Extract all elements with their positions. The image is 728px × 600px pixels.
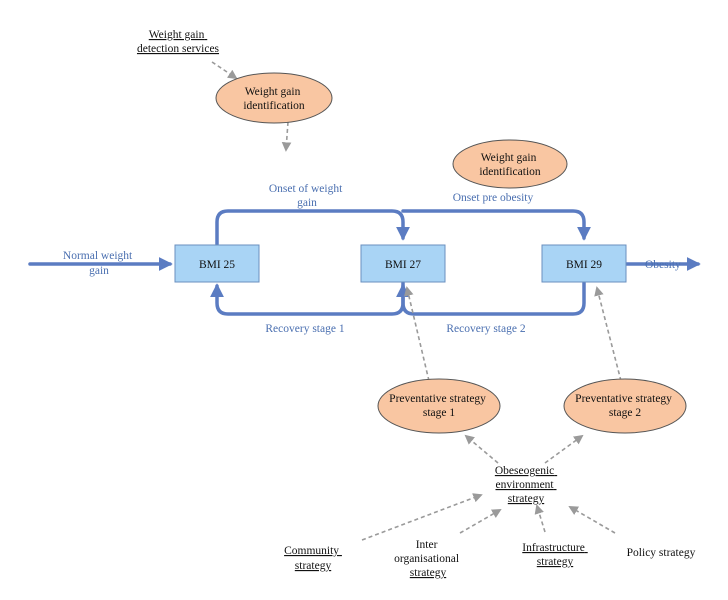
obesity-label: Obesity — [645, 259, 681, 271]
preventative-strategy-stage-2-oval: Preventative strategy stage 2 — [563, 378, 687, 434]
weight-gain-identification-oval-2: Weight gain identification — [452, 139, 568, 189]
bmi-27-box: BMI 27 — [360, 244, 446, 283]
preventative-strategy-stage-1-label: Preventative strategy stage 1 — [389, 393, 489, 419]
obeseogenic-to-prev-stage1-connector — [464, 434, 499, 464]
inter-organisational-strategy-label: Inter organisational strategy — [394, 539, 462, 579]
detection-to-identification-connector — [211, 61, 238, 80]
community-to-obeseogenic-connector — [361, 493, 483, 541]
prev-stage2-to-bmi29-connector — [594, 286, 622, 382]
inter-org-to-obeseogenic-connector — [459, 509, 502, 534]
bmi-25-label: BMI 25 — [199, 259, 235, 271]
weight-gain-identification-1-label: Weight gain identification — [243, 86, 305, 112]
obeseogenic-environment-strategy-label: Obeseogenic environment strategy — [495, 465, 557, 505]
onset-pre-obesity-label: Onset pre obesity — [453, 192, 534, 204]
onset-pre-obesity-arrow — [401, 209, 591, 241]
recovery-stage-2-label: Recovery stage 2 — [446, 323, 525, 335]
preventative-strategy-stage-2-label: Preventative strategy stage 2 — [575, 393, 675, 419]
infrastructure-strategy-label: Infrastructure strategy — [522, 542, 587, 568]
bmi-25-box: BMI 25 — [174, 244, 260, 283]
infrastructure-to-obeseogenic-connector — [534, 504, 546, 533]
weight-gain-identification-2-label: Weight gain identification — [479, 152, 541, 178]
weight-gain-identification-oval-1: Weight gain identification — [215, 72, 333, 124]
bmi-29-box: BMI 29 — [541, 244, 627, 283]
identification-to-onset-connector — [281, 121, 292, 152]
recovery-stage-2-arrow — [396, 281, 586, 316]
policy-to-obeseogenic-connector — [568, 506, 616, 534]
preventative-strategy-stage-1-oval: Preventative strategy stage 1 — [377, 378, 501, 434]
recovery-stage-1-arrow — [210, 281, 405, 316]
bmi-29-label: BMI 29 — [566, 259, 602, 271]
onset-of-weight-gain-label: Onset of weight gain — [269, 183, 345, 209]
weight-gain-detection-services-label: Weight gain detection services — [137, 29, 220, 55]
community-strategy-label: Community strategy — [284, 545, 342, 572]
bmi-27-label: BMI 27 — [385, 259, 421, 271]
normal-weight-gain-label: Normal weight gain — [63, 250, 135, 277]
policy-strategy-label: Policy strategy — [627, 547, 696, 559]
prev-stage1-to-bmi27-connector — [404, 286, 430, 382]
recovery-stage-1-label: Recovery stage 1 — [265, 323, 344, 335]
obeseogenic-to-prev-stage2-connector — [544, 434, 584, 464]
onset-weight-gain-arrow — [215, 209, 410, 246]
